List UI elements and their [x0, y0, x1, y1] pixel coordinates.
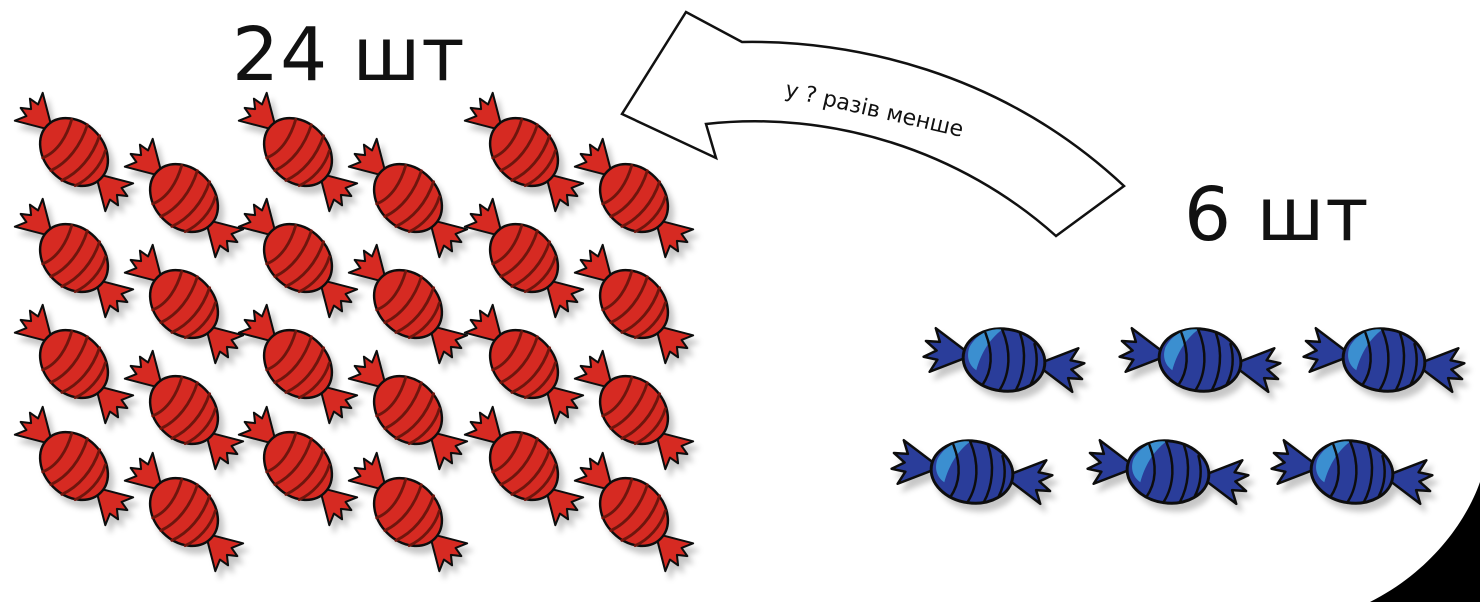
red-candy-icon [226, 186, 370, 330]
red-candy-icon [112, 232, 256, 376]
red-candy-icon [562, 126, 706, 270]
red-candy-icon [562, 440, 706, 584]
red-candy-icon [112, 338, 256, 482]
red-candies-group [2, 80, 706, 584]
red-candy-icon [2, 394, 146, 538]
red-candy-icon [336, 338, 480, 482]
red-candy-icon [226, 292, 370, 436]
red-candy-icon [452, 292, 596, 436]
red-candy-icon [112, 440, 256, 584]
red-candy-icon [336, 126, 480, 270]
blue-candy-icon [1114, 316, 1286, 404]
red-candy-icon [452, 186, 596, 330]
red-candy-icon [2, 186, 146, 330]
red-candy-icon [562, 232, 706, 376]
red-candy-icon [562, 338, 706, 482]
red-candy-icon [226, 394, 370, 538]
red-candy-icon [452, 394, 596, 538]
blue-candy-icon [886, 428, 1058, 516]
red-count-label: 24 шт [232, 12, 466, 98]
blue-count-label: 6 шт [1184, 172, 1370, 258]
red-candy-icon [226, 80, 370, 224]
blue-candy-icon [1298, 316, 1470, 404]
curved-arrow-left-icon: у ? разів менше [620, 10, 1126, 238]
red-candy-icon [2, 292, 146, 436]
red-candy-icon [2, 80, 146, 224]
red-candy-icon [336, 232, 480, 376]
red-candy-icon [112, 126, 256, 270]
blue-candy-icon [918, 316, 1090, 404]
blue-candy-icon [1082, 428, 1254, 516]
red-candy-icon [336, 440, 480, 584]
corner-decoration [1370, 482, 1480, 602]
red-candy-icon [452, 80, 596, 224]
